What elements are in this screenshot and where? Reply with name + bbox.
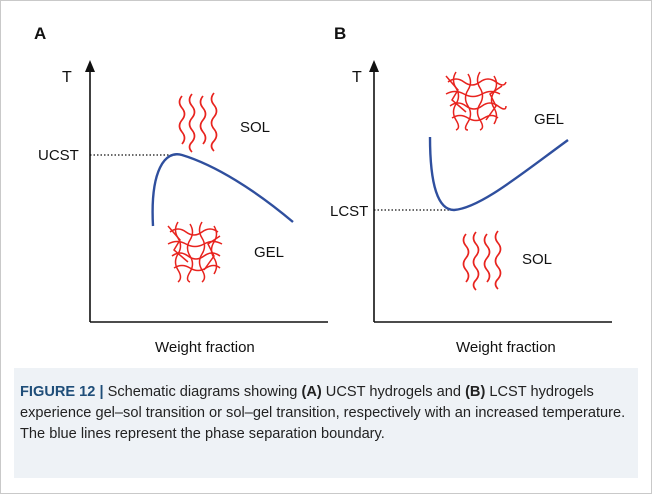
caption-ref-a: (A) (301, 384, 322, 400)
panel-a-y-axis-label: T (62, 69, 72, 86)
caption-text-2: UCST hydrogels and (321, 384, 466, 400)
figure-diagram: A T Weight fraction UCST SOL (34, 24, 612, 356)
panel-a-y-axis-arrow-icon (85, 60, 95, 72)
polymer-chains-sol-icon (178, 92, 218, 153)
panel-b-lower-region-label: SOL (522, 251, 552, 268)
panel-b-label: B (334, 24, 346, 43)
polymer-network-gel-icon (167, 221, 223, 283)
panel-b-y-axis-arrow-icon (369, 60, 379, 72)
figure-caption: FIGURE 12 | Schematic diagrams showing (… (20, 382, 626, 445)
caption-ref-b: (B) (465, 384, 486, 400)
panel-a-phase-boundary (151, 153, 294, 227)
panel-b-lcst-label: LCST (330, 203, 368, 220)
panel-b-upper-region-label: GEL (534, 111, 564, 128)
panel-b-y-axis-label: T (352, 69, 362, 86)
panel-b: B T Weight fraction LCST GEL (330, 24, 612, 356)
caption-text-1: Schematic diagrams showing (103, 384, 302, 400)
panel-a-upper-region-label: SOL (240, 119, 270, 136)
panel-a-ucst-label: UCST (38, 147, 79, 164)
figure-caption-box: FIGURE 12 | Schematic diagrams showing (… (14, 368, 638, 478)
polymer-network-gel-icon (445, 71, 507, 131)
panel-b-phase-boundary (428, 136, 569, 212)
figure-number-label: FIGURE 12 | (20, 384, 104, 400)
panel-a: A T Weight fraction UCST SOL (34, 24, 328, 356)
panel-a-x-axis-label: Weight fraction (155, 339, 255, 356)
panel-a-label: A (34, 24, 46, 43)
caption-text-3: LCST hydrogels experience gel–sol transi… (20, 384, 626, 442)
panel-a-lower-region-label: GEL (254, 244, 284, 261)
panel-b-x-axis-label: Weight fraction (456, 339, 556, 356)
polymer-chains-sol-icon (462, 230, 502, 291)
